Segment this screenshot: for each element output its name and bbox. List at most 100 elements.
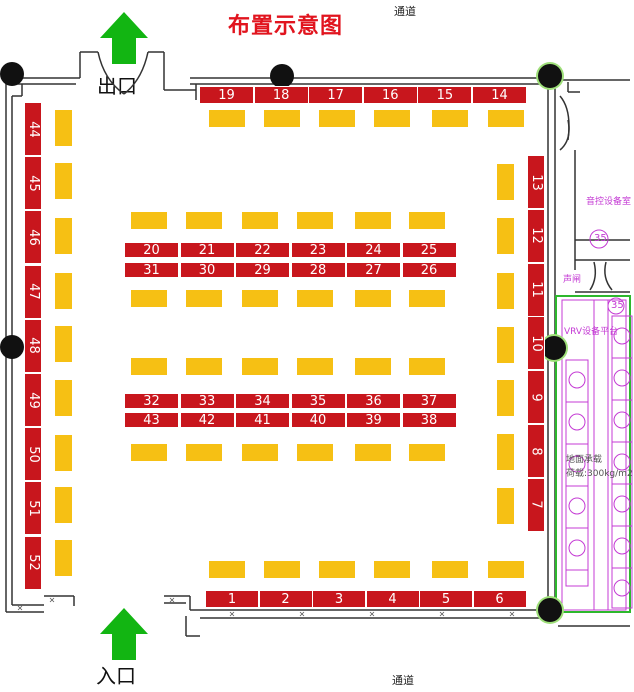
booth-26: 26 [401, 262, 457, 278]
table [297, 358, 333, 375]
booth-number: 5 [441, 591, 451, 607]
table [319, 110, 355, 127]
corridor-top-label: 通道 [394, 5, 416, 18]
column [538, 598, 562, 622]
booth-number: 3 [334, 591, 344, 607]
booth-45: 45 [24, 156, 42, 211]
booth-number: 34 [254, 393, 271, 409]
table [432, 110, 468, 127]
plan-title: 布置示意图 [228, 14, 344, 39]
vrv-platform-badge: 35 [611, 300, 624, 311]
booth-43: 43 [124, 412, 179, 428]
table [55, 273, 72, 309]
table [409, 212, 445, 229]
booth-24: 24 [346, 242, 401, 258]
table [264, 561, 300, 578]
booth-12: 12 [527, 208, 545, 263]
booth-number: 7 [528, 500, 544, 509]
vrv-platform-label: VRV设备平台 [564, 327, 619, 337]
booth-17: 17 [308, 86, 364, 104]
booth-42: 42 [179, 412, 235, 428]
booth-number: 6 [495, 591, 504, 607]
booth-number: 17 [327, 87, 344, 103]
av-room-label: 音控设备室 [586, 197, 632, 207]
booth-number: 26 [420, 262, 438, 278]
booth-number: 45 [25, 174, 41, 192]
booth-21: 21 [179, 242, 235, 258]
table [497, 434, 514, 470]
booth-number: 31 [143, 262, 160, 278]
booth-number: 15 [436, 87, 454, 103]
booth-32: 32 [124, 393, 179, 409]
booth-48: 48 [24, 318, 42, 373]
table [55, 326, 72, 362]
table [355, 212, 391, 229]
booth-number: 4 [388, 591, 397, 607]
booth-number: 28 [309, 262, 327, 278]
booth-47: 47 [24, 264, 42, 319]
column [270, 64, 294, 88]
booth-15: 15 [417, 86, 473, 104]
booth-number: 38 [420, 412, 438, 428]
booth-34: 34 [235, 393, 290, 409]
booth-20: 20 [124, 242, 179, 258]
corridor-bottom-label: 通道 [392, 674, 414, 687]
sound-lock-label: 声闸 [563, 275, 582, 285]
booth-number: 14 [491, 87, 508, 103]
booth-5: 5 [419, 590, 473, 608]
booth-30: 30 [179, 262, 235, 278]
booth-1: 1 [205, 590, 259, 608]
booth-22: 22 [235, 242, 290, 258]
booth-number: 51 [25, 500, 41, 517]
booth-number: 30 [198, 262, 216, 278]
booth-number: 29 [254, 262, 271, 278]
table [409, 444, 445, 461]
booth-number: 23 [309, 242, 327, 258]
table [297, 444, 333, 461]
table [497, 327, 514, 363]
floor-load-value: 荷载:300kg/m2 [566, 469, 633, 479]
table [264, 110, 300, 127]
table [488, 110, 524, 127]
column [0, 335, 24, 359]
booth-number: 27 [365, 262, 382, 278]
table [355, 290, 391, 307]
booth-49: 49 [24, 373, 42, 427]
booth-number: 22 [254, 242, 271, 258]
booth-number: 1 [227, 591, 237, 607]
booth-28: 28 [290, 262, 346, 278]
table [55, 218, 72, 254]
booth-number: 48 [25, 337, 41, 355]
booth-52: 52 [24, 535, 42, 590]
table [55, 110, 72, 146]
booth-35: 35 [290, 393, 346, 409]
booth-38: 38 [401, 412, 457, 428]
booth-51: 51 [24, 481, 42, 536]
booth-number: 39 [365, 412, 382, 428]
booth-46: 46 [24, 210, 42, 265]
booth-41: 41 [235, 412, 290, 428]
table [55, 435, 72, 471]
exit-arrow [100, 12, 148, 64]
booth-number: 47 [25, 283, 41, 300]
table [488, 561, 524, 578]
table [131, 444, 167, 461]
booth-37: 37 [401, 393, 457, 409]
exit-label: 出口 [97, 74, 137, 98]
table [497, 273, 514, 309]
table [209, 110, 245, 127]
booth-25: 25 [401, 242, 457, 258]
table [374, 561, 410, 578]
table [186, 290, 222, 307]
table [409, 290, 445, 307]
table [131, 212, 167, 229]
table [242, 212, 278, 229]
booth-number: 11 [528, 281, 544, 298]
table [242, 444, 278, 461]
booth-39: 39 [346, 412, 401, 428]
booth-number: 49 [25, 391, 41, 409]
booth-18: 18 [253, 86, 309, 104]
table [55, 540, 72, 576]
table [55, 163, 72, 199]
table [497, 488, 514, 524]
